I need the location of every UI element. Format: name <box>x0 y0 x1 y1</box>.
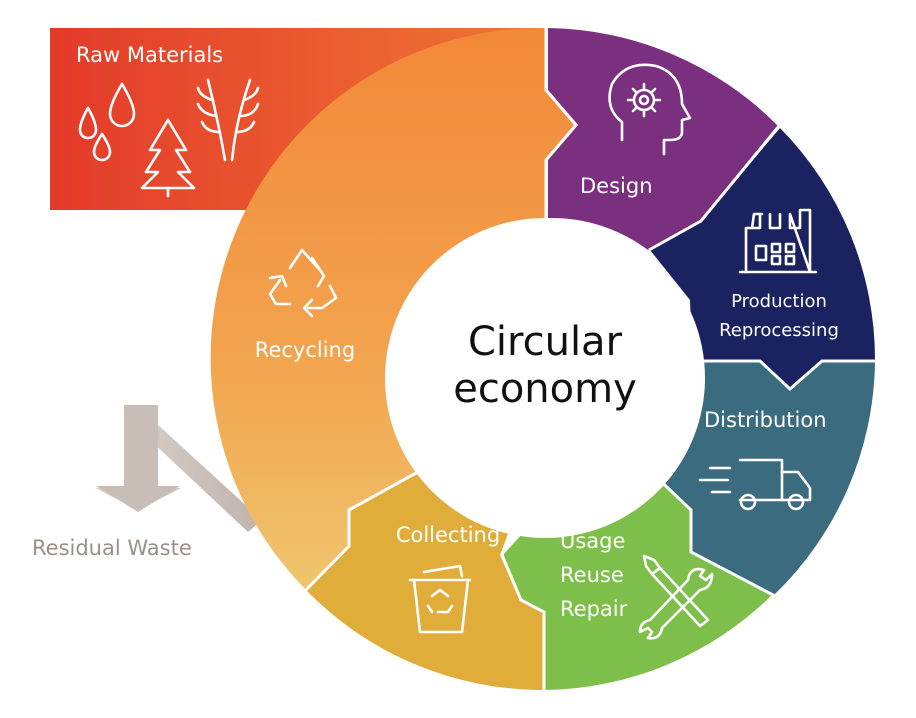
collecting-label: Collecting <box>396 523 500 547</box>
downward-arrow-icon <box>96 405 180 512</box>
segment-recycling <box>210 27 576 591</box>
center-title-line2: economy <box>453 366 637 412</box>
recycling-label: Recycling <box>255 338 355 362</box>
head-gear-icon <box>608 63 692 156</box>
factory-icon <box>738 208 818 274</box>
usage-label-line3: Repair <box>560 597 628 621</box>
segment-design <box>548 28 778 250</box>
recycle-arrows-icon <box>268 248 338 318</box>
recycle-bin-icon <box>408 564 472 634</box>
usage-label-line1: Usage <box>560 529 625 553</box>
usage-label-line2: Reuse <box>560 563 624 587</box>
segment-production <box>650 128 876 388</box>
production-label-line2: Reprocessing <box>719 320 839 341</box>
residual-waste-arrow <box>95 405 262 532</box>
center-circle <box>385 218 705 538</box>
residual-waste-label: Residual Waste <box>32 536 192 560</box>
center-title-line1: Circular <box>468 319 623 365</box>
distribution-label: Distribution <box>704 408 827 432</box>
raw-materials-label: Raw Materials <box>76 43 223 67</box>
delivery-truck-icon <box>698 458 812 511</box>
wrench-screwdriver-icon <box>638 554 714 640</box>
segment-separators <box>303 28 876 691</box>
water-drops-tree-wheat-icon <box>78 78 260 198</box>
design-label: Design <box>580 174 653 198</box>
segment-distribution <box>648 362 875 595</box>
production-label-line1: Production <box>731 291 827 312</box>
